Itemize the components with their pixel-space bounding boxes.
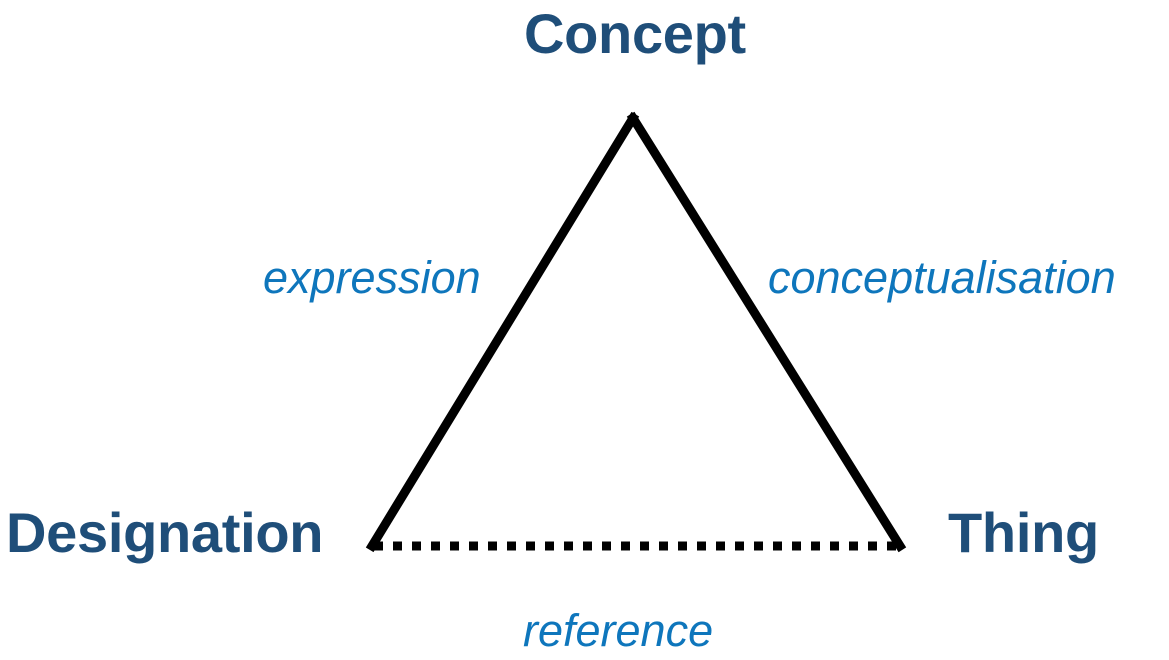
edge-line-expression	[365, 111, 640, 553]
edge-line-conceptualisation	[626, 111, 907, 553]
vertex-label-thing: Thing	[948, 501, 1099, 564]
vertex-label-designation: Designation	[6, 501, 324, 564]
edge-label-conceptualisation: conceptualisation	[768, 252, 1116, 303]
edge-label-expression: expression	[263, 252, 481, 303]
edge-label-reference: reference	[523, 605, 714, 656]
vertex-label-concept: Concept	[524, 2, 746, 65]
